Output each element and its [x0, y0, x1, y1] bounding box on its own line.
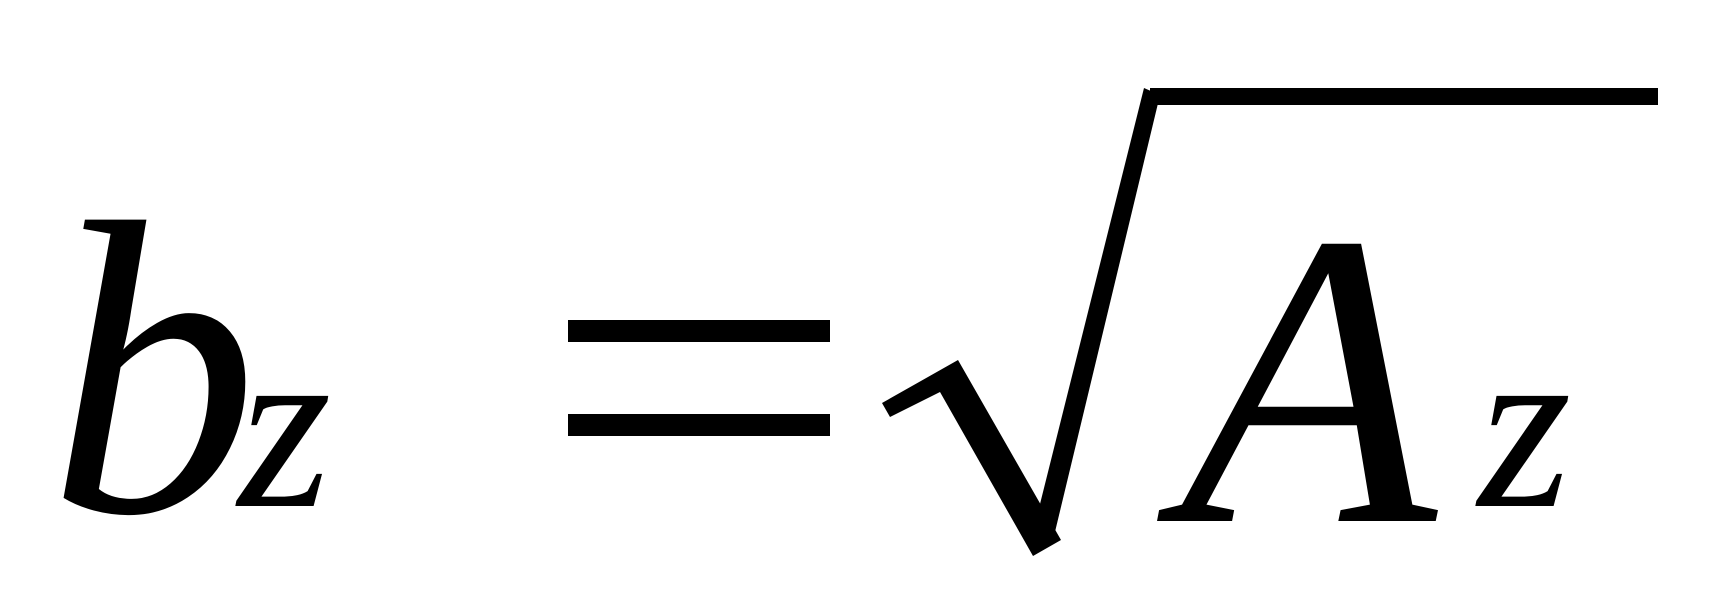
rhs-symbol: A [1180, 147, 1437, 609]
equals-bar-top [568, 320, 830, 342]
rhs-subscript: z [1478, 292, 1572, 558]
radical-hook [882, 360, 1061, 556]
equals-bar-bottom [568, 414, 830, 436]
lhs-symbol: b [48, 137, 258, 602]
lhs-subscript: z [238, 292, 332, 558]
radical-vinculum [1150, 88, 1658, 105]
radical-stroke [1038, 88, 1160, 536]
